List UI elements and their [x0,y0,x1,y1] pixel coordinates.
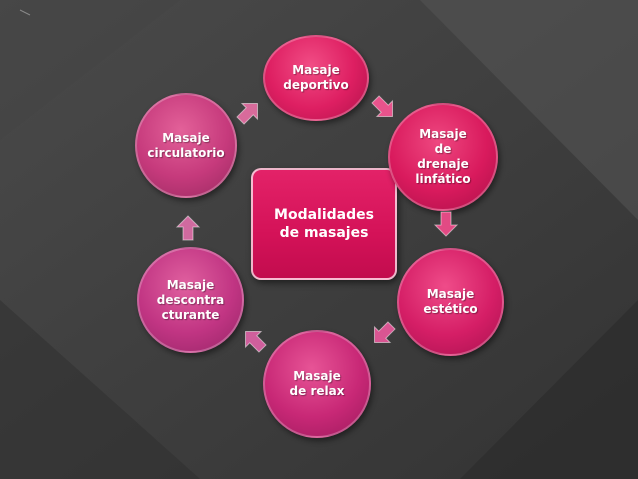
node-masaje-drenaje-linfatico: Masaje de drenaje linfático [388,103,498,211]
node-masaje-circulatorio: Masaje circulatorio [135,93,237,198]
node-label: Masaje de drenaje linfático [415,127,471,186]
center-label: Modalidades de masajes [274,207,374,241]
arrow-deportivo-to-linfatico-icon [371,95,393,117]
node-masaje-deportivo: Masaje deportivo [263,35,369,121]
node-label: Masaje circulatorio [147,130,225,160]
node-label: Masaje de relax [289,369,345,398]
arrow-relax-to-descontracturante-icon [245,331,267,353]
node-masaje-descontracturante: Masaje descontra cturante [137,247,244,353]
arrow-linfatico-to-estetico-icon [433,211,459,237]
node-masaje-estetico: Masaje estético [397,248,504,356]
center-box: Modalidades de masajes [251,168,397,280]
node-label: Masaje estético [423,287,478,316]
node-label: Masaje deportivo [283,63,349,92]
arrow-circulatorio-to-deportivo-icon [236,103,258,125]
arrow-estetico-to-relax-icon [374,321,396,343]
node-masaje-relax: Masaje de relax [263,330,371,438]
arrow-descontracturante-to-circulatorio-icon [175,215,201,241]
node-label: Masaje descontra cturante [156,277,225,322]
